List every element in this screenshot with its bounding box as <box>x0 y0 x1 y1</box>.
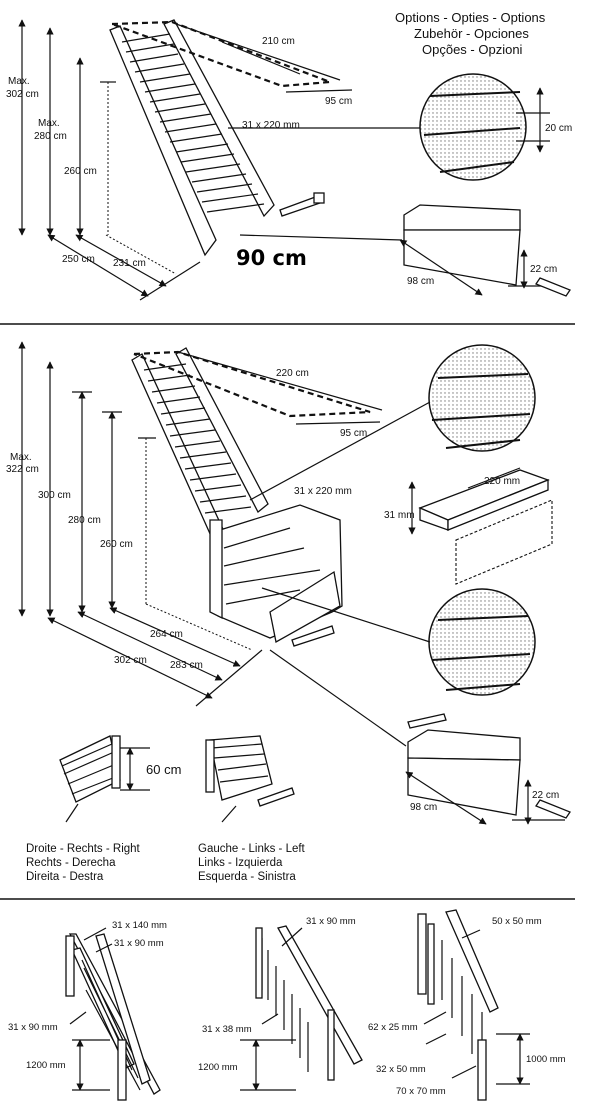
r2-a: 31 x 90 mm <box>306 916 356 927</box>
r1-h: 1200 mm <box>26 1060 66 1071</box>
board-option <box>408 467 553 585</box>
dim-260: 260 cm <box>100 539 133 550</box>
dim-95: 95 cm <box>325 96 352 107</box>
dim-step: 31 x 220 mm <box>294 486 352 497</box>
stair-right-variant <box>59 735 150 823</box>
r3-c: 32 x 50 mm <box>376 1064 426 1075</box>
dim-max-322-a: Max. <box>10 452 32 463</box>
dim-board-220: 220 mm <box>484 476 520 487</box>
width-90: 90 cm <box>236 246 307 270</box>
options-line-1: Options - Opties - Options <box>395 10 546 25</box>
r1-b: 31 x 90 mm <box>114 938 164 949</box>
stair-left-variant <box>205 735 295 823</box>
right-line-3: Direita - Destra <box>26 871 104 883</box>
dim-220: 220 cm <box>276 368 309 379</box>
left-line-3: Esquerda - Sinistra <box>198 871 296 883</box>
riser-detail-circle-2 <box>249 344 536 501</box>
riser-detail-circle-3 <box>261 587 536 696</box>
r2-b: 31 x 38 mm <box>202 1024 252 1035</box>
dim-95: 95 cm <box>340 428 367 439</box>
r3-b: 62 x 25 mm <box>368 1022 418 1033</box>
dim-step: 31 x 220 mm <box>242 120 300 131</box>
right-line-1: Droite - Rechts - Right <box>26 843 141 855</box>
railing-option-3 <box>417 909 530 1101</box>
options-line-2: Zubehör - Opciones <box>414 26 529 41</box>
r1-c: 31 x 90 mm <box>8 1022 58 1033</box>
dim-250: 250 cm <box>62 254 95 265</box>
railing-option-1 <box>65 927 161 1101</box>
options-line-3: Opções - Opzioni <box>422 42 523 57</box>
dim-max-280-a: Max. <box>38 118 60 129</box>
dim-tread-22: 22 cm <box>530 264 557 275</box>
tread-option-1 <box>239 204 560 296</box>
dim-max-322-b: 322 cm <box>6 464 39 475</box>
dim-tread-98-b: 98 cm <box>410 802 437 813</box>
section-quarter-turn-stair: Max. 322 cm 300 cm 280 cm 260 cm 220 cm … <box>6 341 571 883</box>
dim-max-280-b: 280 cm <box>34 131 67 142</box>
tread-option-2 <box>269 649 571 825</box>
dim-60: 60 cm <box>146 762 181 777</box>
left-line-2: Links - Izquierda <box>198 857 283 869</box>
r1-a: 31 x 140 mm <box>112 920 167 931</box>
stair1-treads <box>121 33 265 213</box>
r3-h: 1000 mm <box>526 1054 566 1065</box>
dim-tread-98: 98 cm <box>407 276 434 287</box>
left-line-1: Gauche - Links - Left <box>198 843 306 855</box>
dim-231: 231 cm <box>113 258 146 269</box>
dim-max-302-a: Max. <box>8 76 30 87</box>
railing-option-2 <box>240 925 363 1091</box>
saw-icon-2 <box>535 277 571 297</box>
dim-board-31: 31 mm <box>384 510 415 521</box>
dim-210: 210 cm <box>262 36 295 47</box>
dim-tread-22-b: 22 cm <box>532 790 559 801</box>
saw-icon <box>279 192 325 217</box>
right-line-2: Rechts - Derecha <box>26 857 116 869</box>
dim-300: 300 cm <box>38 490 71 501</box>
dim-260: 260 cm <box>64 166 97 177</box>
r2-h: 1200 mm <box>198 1062 238 1073</box>
dim-302: 302 cm <box>114 655 147 666</box>
section-straight-stair: Max. 302 cm Max. 280 cm 260 cm 250 cm 23… <box>6 10 572 301</box>
dim-283: 283 cm <box>170 660 203 671</box>
saw-icon-3 <box>291 625 335 647</box>
dim-280: 280 cm <box>68 515 101 526</box>
r3-d: 70 x 70 mm <box>396 1086 446 1097</box>
r3-a: 50 x 50 mm <box>492 916 542 927</box>
dim-264: 264 cm <box>150 629 183 640</box>
dim-max-302-b: 302 cm <box>6 89 39 100</box>
dim-riser-20: 20 cm <box>545 123 572 134</box>
riser-detail-circle <box>228 73 550 181</box>
